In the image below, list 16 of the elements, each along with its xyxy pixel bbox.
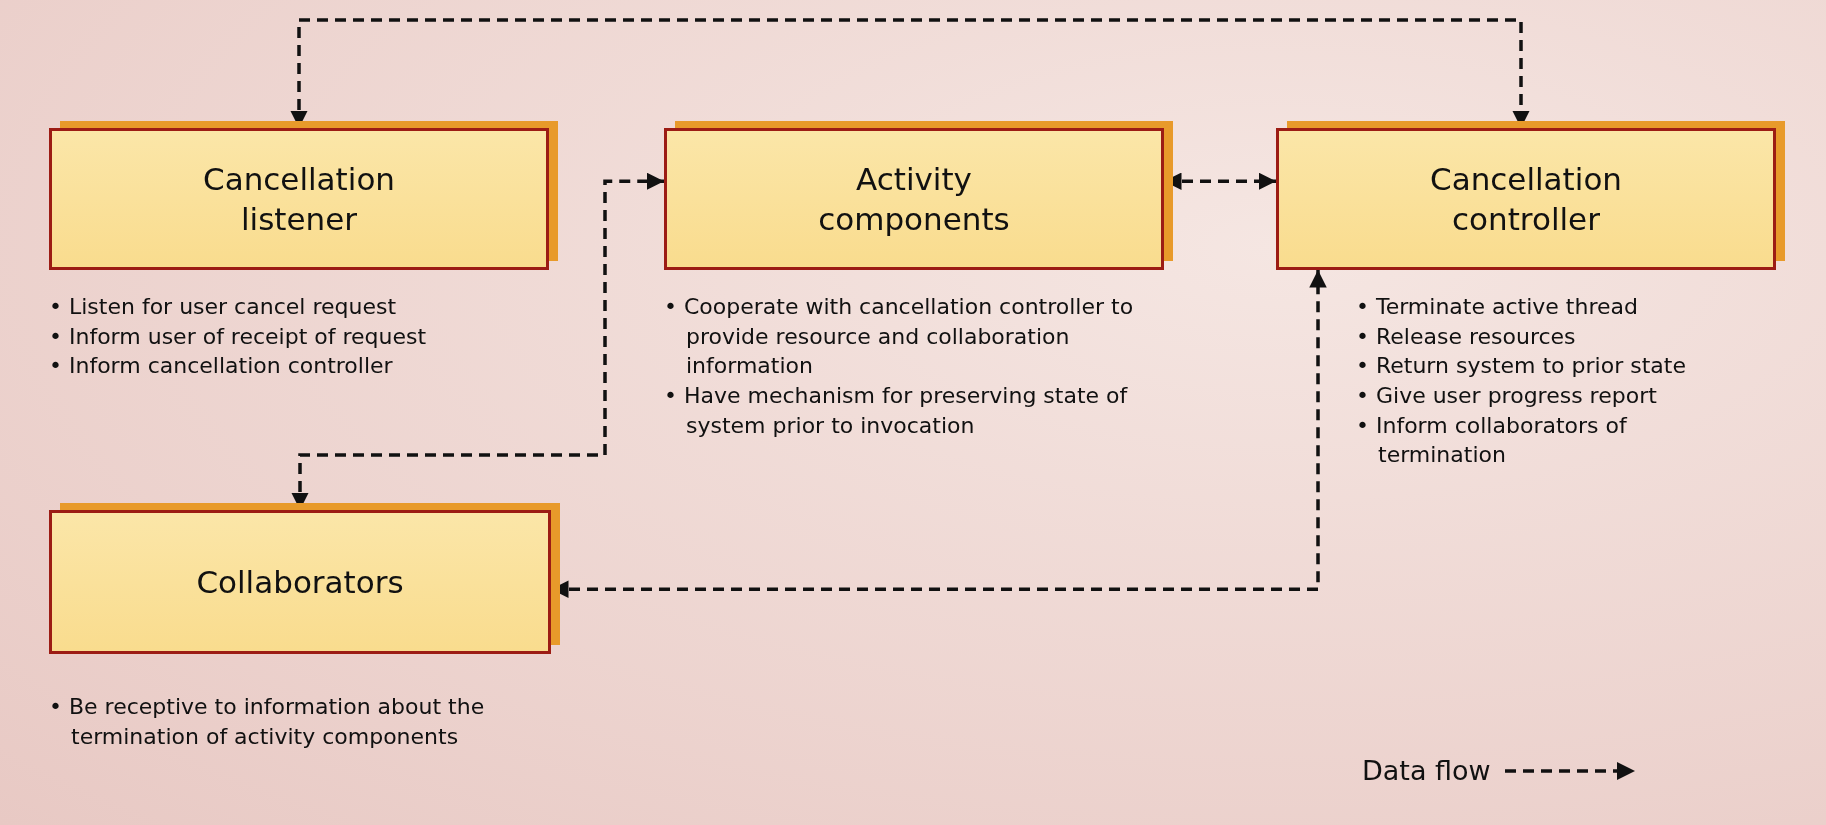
box-title: Cancellation listener: [202, 159, 396, 239]
bullet-text: • Be receptive to information about the termination of activity components: [49, 693, 486, 751]
bullet-text: • Inform user of receipt of request: [49, 322, 428, 351]
bullet-text: • Inform cancellation controller: [49, 352, 394, 381]
bullet-text: • Inform collaborators of termination: [1356, 411, 1629, 470]
bullet-text: • Terminate active thread: [1356, 293, 1639, 321]
bullet-text: • Listen for user cancel request: [49, 293, 397, 321]
bullet-text: • Give user progress report: [1356, 382, 1658, 411]
bullet-text: • Release resources: [1356, 322, 1577, 351]
bullet-text: • Return system to prior state: [1356, 352, 1687, 381]
bullet-text: • Cooperate with cancellation controller to provide resource and collaboration information: [664, 293, 1134, 381]
box-title: Cancellation controller: [1429, 159, 1623, 239]
legend-label: Data flow: [1362, 755, 1491, 786]
box-title: Collaborators: [196, 562, 404, 602]
bullet-text: • Have mechanism for preserving state of system prior to invocation: [664, 382, 1129, 440]
box-title: Activity components: [817, 159, 1011, 239]
